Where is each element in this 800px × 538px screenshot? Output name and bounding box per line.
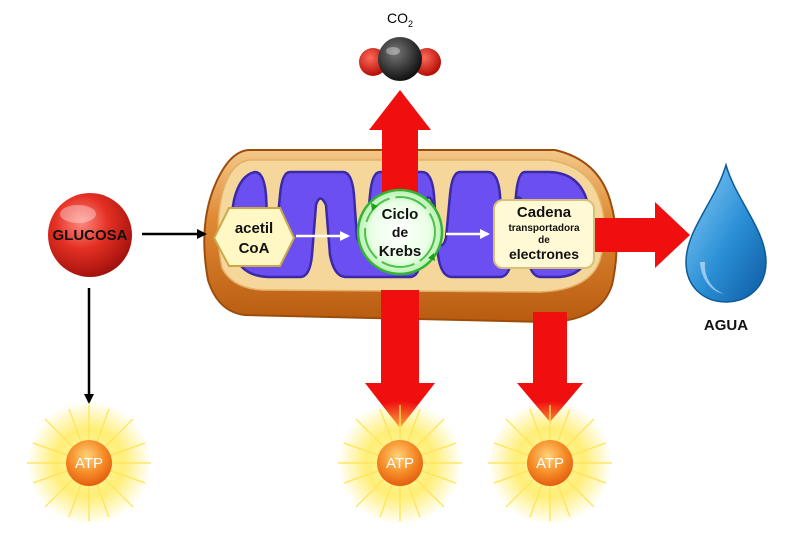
water-drop-highlight <box>700 262 724 294</box>
water-release-arrow <box>592 202 690 268</box>
krebs-label-line1: Ciclo <box>382 206 419 223</box>
acetyl-label-line1: acetil <box>235 220 273 237</box>
acetyl-coa-hexagon <box>212 207 296 267</box>
atp-label-2: ATP <box>386 455 414 472</box>
water-drop-icon <box>685 162 767 303</box>
krebs-atp-arrow <box>365 290 435 428</box>
co2-molecule-icon <box>359 37 441 81</box>
glucose-highlight <box>60 205 96 223</box>
chain-label-line2: transportadora <box>508 223 580 234</box>
krebs-cycle-circle <box>356 188 444 276</box>
chain-atp-arrow <box>517 312 583 422</box>
atp-sun-icon: ATP <box>488 401 612 525</box>
glucose-label: GLUCOSA <box>53 227 128 244</box>
chain-label-line1: Cadena <box>517 204 572 221</box>
co2-label-main: CO <box>387 10 408 26</box>
glucose-sphere-icon <box>48 193 132 277</box>
krebs-cycle-ring <box>364 196 436 268</box>
atp-sun-icon: ATP <box>338 401 462 525</box>
chain-label-line3: de <box>538 235 550 246</box>
atp-sun-icon: ATP <box>27 401 151 525</box>
co2-label-subscript: 2 <box>408 19 413 29</box>
co2-label: CO2 <box>387 10 413 29</box>
atp-label-3: ATP <box>536 455 564 472</box>
electron-chain-box <box>493 199 595 269</box>
water-label: AGUA <box>704 317 748 334</box>
atp-label-1: ATP <box>75 455 103 472</box>
acetyl-label-line2: CoA <box>239 240 270 257</box>
krebs-label-line3: Krebs <box>379 243 422 260</box>
krebs-label-line2: de <box>392 224 409 240</box>
chain-label-line4: electrones <box>509 246 579 262</box>
